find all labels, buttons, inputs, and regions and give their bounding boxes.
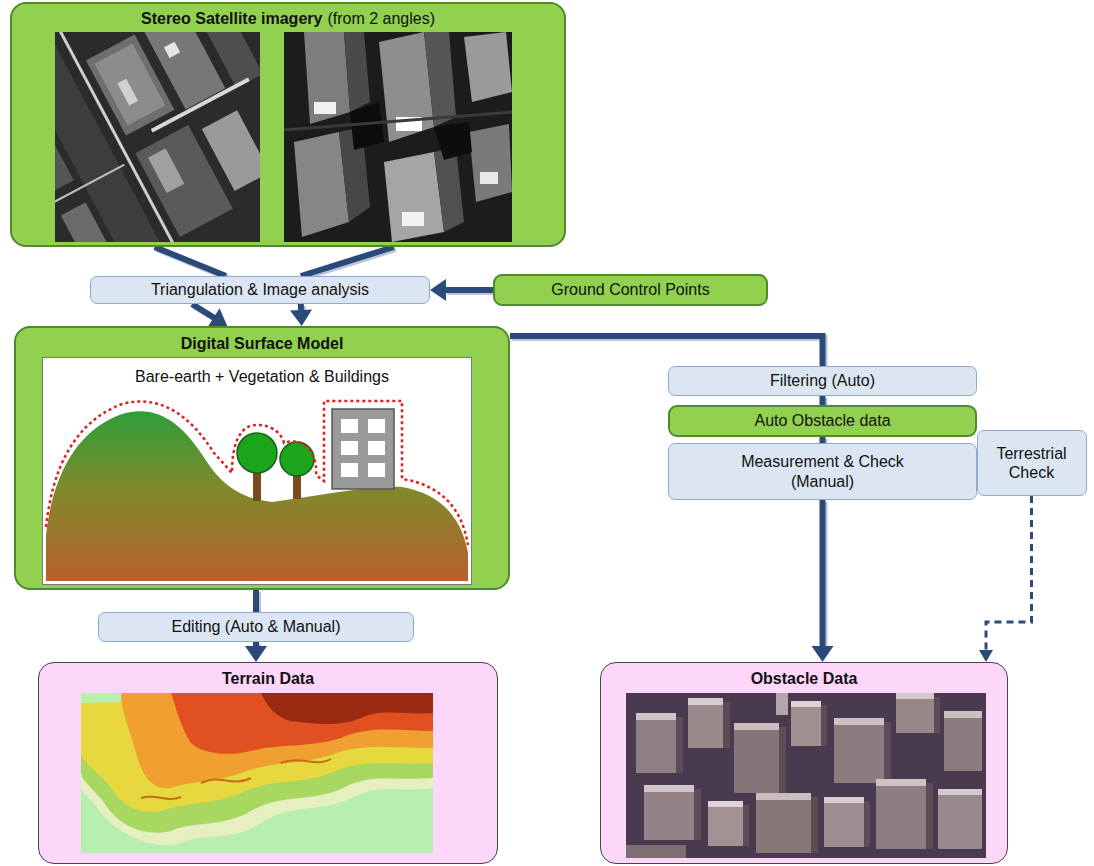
connector-shadow [512,338,825,368]
heading-line: Stereo Satellite imagery (from 2 angles) [12,9,564,28]
surface-model-illustration [42,357,472,585]
panel-heading: Stereo Satellite imagery [141,10,322,27]
connector [245,642,267,662]
city-model [626,693,986,858]
process-box: Editing (Auto & Manual) [98,612,414,642]
panel-box: Digital Surface ModelBare-earth + Vegeta… [14,326,510,590]
satellite-image [55,32,260,242]
panel-heading: Obstacle Data [601,669,1007,688]
connector [192,304,227,327]
process-box: Measurement & Check (Manual) [668,443,977,500]
arrow-head [430,279,446,301]
connector-line [820,396,826,405]
panel-box: Stereo Satellite imagery (from 2 angles) [10,2,566,247]
connector [979,496,1032,662]
panel-subheading: (from 2 angles) [327,10,435,27]
connector [812,500,834,662]
box-label: Editing (Auto & Manual) [172,617,341,636]
connector [256,590,258,614]
connector-line [986,496,1032,651]
output-box: Obstacle Data [600,662,1008,864]
connector-line [510,336,823,366]
output-box: Terrain Data [38,662,498,864]
connector [155,247,228,278]
connector-line [253,590,259,612]
panel-heading: Terrain Data [39,669,497,688]
box-label: Filtering (Auto) [770,371,875,390]
box-label: Auto Obstacle data [754,411,890,430]
connector [510,336,825,368]
arrow-head [245,646,267,662]
panel-text: Bare-earth + Vegetation & Buildings [16,367,508,386]
connector [301,247,396,278]
data-box: Auto Obstacle data [668,405,977,437]
arrow-head [208,308,227,327]
panel-heading: Digital Surface Model [16,334,508,353]
input-box: Ground Control Points [493,274,768,306]
arrow-head [812,646,834,662]
connector-line [192,304,215,318]
box-label: Ground Control Points [551,280,709,299]
process-box: Terrestrial Check [977,430,1087,496]
connector [290,304,312,326]
arrow-head [979,650,993,662]
satellite-image [284,32,512,242]
connector-line [445,287,493,293]
arrow-head [290,310,312,326]
terrain-map [81,693,433,853]
connector-line [301,247,394,276]
box-label: Terrestrial Check [987,444,1077,482]
process-box: Triangulation & Image analysis [90,276,430,304]
connector-line [820,500,826,647]
connector [430,279,495,301]
box-label: Triangulation & Image analysis [151,280,369,299]
connector-line [155,247,226,276]
box-label: Measurement & Check (Manual) [723,452,923,490]
process-box: Filtering (Auto) [668,366,977,396]
